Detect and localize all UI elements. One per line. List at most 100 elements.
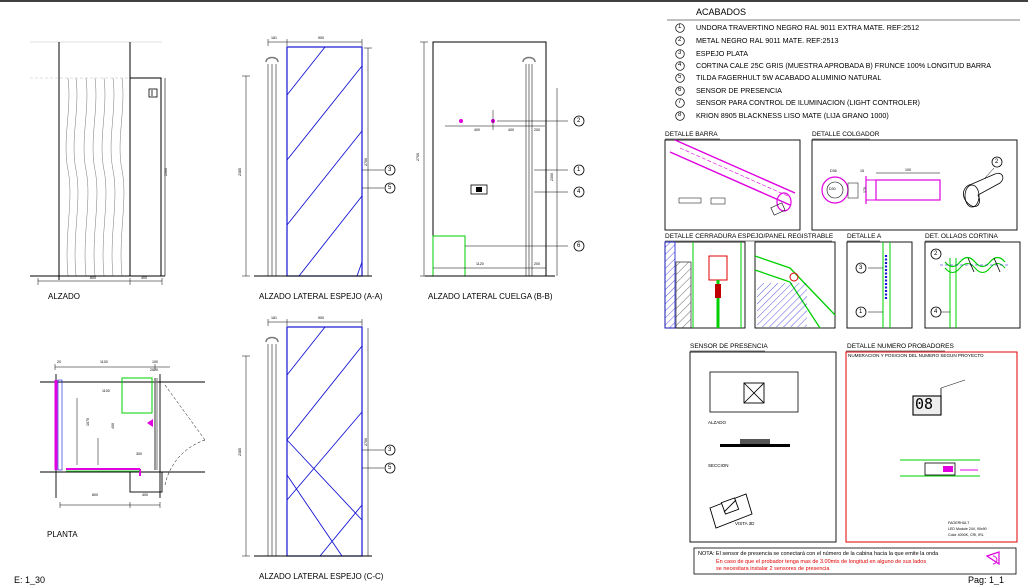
callout-1 — [855, 306, 867, 318]
label-lateral-cuelga-bb: ALZADO LATERAL CUELGA (B-B) — [428, 292, 553, 301]
dim-400: 400 — [141, 276, 147, 280]
sensor-presencia-box — [689, 350, 837, 543]
dim-400-pp: 400 — [142, 493, 148, 497]
dim-2700-b: 2700 — [416, 153, 420, 161]
dim-2300: 2300 — [164, 168, 168, 176]
callout-2 — [573, 115, 585, 127]
callout-num-3: 3 — [388, 167, 392, 173]
callout-3 — [384, 164, 396, 176]
callout-num-1a: 1 — [859, 309, 863, 315]
page-label: Pag: 1_1 — [968, 575, 1005, 585]
lateral-cuelga-bb-view — [420, 41, 585, 277]
dim-400-p: 400 — [111, 423, 115, 429]
numero-subtitle: NUMERACION Y POSICION DEL NUMERO SEGUN P… — [848, 353, 984, 358]
dim-900-c: 900 — [318, 316, 324, 320]
acabados-num-3: 3 — [678, 50, 682, 56]
dim-800-p: 800 — [92, 493, 98, 497]
fagerhult-line-3: Color 4000K, CRI, IRL — [948, 533, 984, 537]
dim-15: 15 — [860, 169, 864, 173]
label-planta: PLANTA — [47, 530, 78, 539]
dim-2700-c: 2700 — [364, 438, 368, 446]
detalle-numero-box — [845, 350, 1018, 543]
detalle-a-box — [846, 240, 913, 329]
dim-d036: D36 — [830, 169, 837, 173]
callout-num-2: 2 — [577, 118, 581, 124]
dim-900: 900 — [318, 36, 324, 40]
dim-181-c: 181 — [271, 316, 277, 320]
dim-200-c: 200 — [534, 262, 540, 266]
sensor-title: SENSOR DE PRESENCIA — [690, 343, 768, 350]
callout-3 — [855, 262, 867, 274]
acabados-item-8: KRION 8905 BLACKNESS LISO MATE (LIJA GRA… — [696, 111, 889, 120]
detalle-barra-box — [664, 138, 801, 231]
callout-6 — [573, 240, 585, 252]
callout-num-2ol: 2 — [934, 251, 938, 257]
dim-400-c: 400 — [508, 128, 514, 132]
dim-170: 170 — [863, 187, 867, 193]
callout-5 — [384, 182, 396, 194]
acabados-item-7: SENSOR PARA CONTROL DE ILUMINACION (LIGH… — [696, 98, 920, 107]
callout-num-5c: 5 — [388, 465, 392, 471]
note-red-2: se necesitara instalar 2 sensores de pre… — [716, 566, 830, 572]
acabados-title: ACABADOS — [696, 7, 747, 17]
acabados-num-8: 8 — [678, 112, 682, 118]
callout-1 — [573, 164, 585, 176]
dim-100-col: 100 — [905, 168, 911, 172]
note-box — [693, 547, 1017, 575]
acabados-item-6: SENSOR DE PRESENCIA — [696, 86, 782, 95]
acabados-num-6: 6 — [678, 87, 682, 93]
dim-2300-b: 2300 — [550, 173, 554, 181]
acabados-item-2: METAL NEGRO RAL 9011 MATE. REF:2513 — [696, 36, 839, 45]
callout-4 — [573, 186, 585, 198]
acabados-num-4: 4 — [678, 62, 682, 68]
label-alzado: ALZADO — [48, 292, 81, 301]
probador-number: 08 — [915, 395, 934, 413]
scale-label: E: 1_30 — [14, 575, 46, 585]
dim-1070: 1070 — [86, 418, 90, 426]
sensor-alzado-label: ALZADO — [708, 420, 727, 425]
label-lateral-espejo-cc: ALZADO LATERAL ESPEJO (C-C) — [259, 572, 384, 581]
dim-2700: 2700 — [364, 158, 368, 166]
planta-view — [40, 364, 206, 508]
detalle-colgador-title: DETALLE COLGADOR — [812, 131, 880, 138]
acabados-num-5: 5 — [678, 74, 682, 80]
sensor-seccion-label: SECCION — [708, 463, 729, 468]
dim-1120: 1120 — [476, 262, 484, 266]
callout-3 — [384, 444, 396, 456]
dim-2385-c: 2385 — [238, 448, 242, 456]
dim-2520: 2520 — [150, 368, 158, 372]
callout-num-4: 4 — [577, 189, 581, 195]
callout-2 — [930, 248, 942, 260]
detalle-cerradura-title: DETALLE CERRADURA ESPEJO/PANEL REGISTRAB… — [665, 233, 834, 240]
detalle-colgador-box — [811, 138, 1018, 231]
detalle-barra-title: DETALLE BARRA — [665, 131, 718, 138]
dim-1100: 1100 — [100, 360, 108, 364]
callout-num-6: 6 — [577, 243, 581, 249]
callout-2 — [991, 156, 1003, 168]
label-lateral-espejo-aa: ALZADO LATERAL ESPEJO (A-A) — [259, 292, 383, 301]
callout-num-3a: 3 — [859, 265, 863, 271]
dim-1100-b: 1100 — [102, 389, 110, 393]
callout-5 — [384, 462, 396, 474]
note-red-1: En caso de que el probador tenga mas de … — [716, 559, 927, 565]
acabados-markers — [675, 23, 685, 121]
dim-100: 100 — [152, 360, 158, 364]
callout-4 — [930, 306, 942, 318]
callout-num-4ol: 4 — [934, 309, 938, 315]
callout-num-5: 5 — [388, 185, 392, 191]
dim-d030: D30 — [829, 187, 836, 191]
dim-181: 181 — [271, 36, 277, 40]
dim-800: 800 — [90, 276, 96, 280]
acabados-num-2: 2 — [678, 37, 682, 43]
fagerhult-line-2: LED Module 24V, 90x90 — [948, 527, 987, 531]
note-main: NOTA: El sensor de presencia se conectar… — [698, 551, 939, 557]
dim-200-b: 200 — [534, 128, 540, 132]
callout-num-1: 1 — [577, 167, 581, 173]
acabados-item-1: UNDORA TRAVERTINO NEGRO RAL 9011 EXTRA M… — [696, 23, 920, 32]
sensor-vista-label: VISTA 3D — [735, 521, 755, 526]
lateral-espejo-cc-view — [242, 319, 396, 557]
callout-num-2col: 2 — [995, 159, 999, 165]
detalle-cerradura-box — [664, 240, 836, 329]
acabados-item-3: ESPEJO PLATA — [696, 49, 749, 58]
